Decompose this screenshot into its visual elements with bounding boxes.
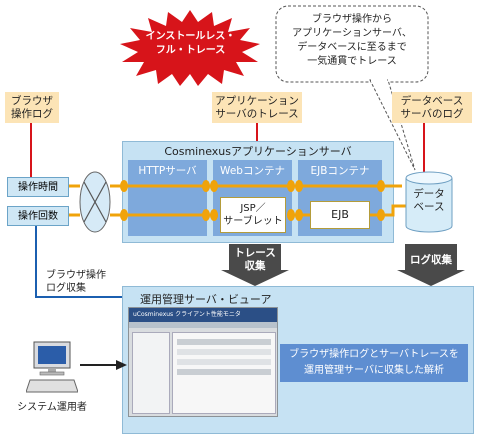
connector-db bbox=[423, 122, 425, 174]
viewer-caption: ブラウザ操作ログとサーバトレースを 運用管理サーバに収集した解析 bbox=[280, 344, 468, 382]
connector-browser bbox=[30, 122, 32, 178]
http-server-column: HTTPサーバ bbox=[128, 160, 207, 236]
starburst-line2: フル・トレース bbox=[155, 45, 226, 56]
tag-app-trace-line2: サーバのトレース bbox=[215, 108, 299, 120]
tag-db-log: データベース サーバのログ bbox=[392, 92, 472, 123]
jsp-line1: JSP／ bbox=[240, 203, 266, 214]
tag-db-log-line2: サーバのログ bbox=[400, 108, 464, 120]
starburst-badge bbox=[120, 10, 260, 86]
viewer-screen-toolbar bbox=[129, 322, 277, 328]
database-line1: データ bbox=[413, 188, 445, 200]
tag-app-trace-line1: アプリケーション bbox=[215, 95, 299, 107]
log-collect-arrow bbox=[397, 244, 465, 286]
callout-text: ブラウザ操作から アプリケーションサーバ、 データベースに至るまで 一気通貫でト… bbox=[276, 13, 428, 69]
jsp-line2: サーブレット bbox=[223, 216, 283, 227]
callout-line2: アプリケーションサーバ、 bbox=[292, 28, 412, 39]
http-server-label: HTTPサーバ bbox=[138, 165, 197, 177]
op-count-label: 操作回数 bbox=[18, 211, 58, 222]
viewer-screen-row bbox=[177, 339, 271, 345]
jsp-servlet-box: JSP／ サーブレット bbox=[220, 197, 286, 233]
trace-collect-label: トレース 収集 bbox=[221, 247, 289, 273]
callout-line4: 一気通貫でトレース bbox=[307, 56, 397, 67]
router-icon bbox=[79, 171, 111, 233]
op-time-box: 操作時間 bbox=[7, 177, 69, 197]
tag-db-log-line1: データベース bbox=[400, 95, 464, 107]
operator-arrow bbox=[80, 360, 127, 370]
trace-collect-line1: トレース bbox=[234, 247, 276, 259]
browser-collect-line1: ブラウザ操作 bbox=[46, 270, 106, 281]
ejb-label: EJB bbox=[331, 208, 349, 221]
viewer-screen-header: uCosminexus クライアント性能モニタ bbox=[129, 308, 277, 322]
database-label: データ ベース bbox=[404, 188, 454, 214]
tag-browser-log-line2: 操作ログ bbox=[11, 108, 53, 120]
viewer-screen-content bbox=[172, 332, 276, 414]
database-line2: ベース bbox=[413, 201, 445, 213]
viewer-caption-line2: 運用管理サーバに収集した解析 bbox=[304, 365, 444, 376]
ejb-container-label: EJBコンテナ bbox=[310, 165, 370, 177]
ejb-box: EJB bbox=[310, 201, 370, 229]
viewer-screen-row bbox=[177, 349, 271, 355]
trace-collect-arrow bbox=[221, 244, 289, 286]
computer-icon bbox=[26, 341, 78, 393]
viewer-title: 運用管理サーバ・ビューア bbox=[140, 293, 272, 306]
callout-line3: データベースに至るまで bbox=[297, 42, 407, 53]
tag-browser-log: ブラウザ 操作ログ bbox=[5, 92, 59, 123]
app-server-title: Cosminexusアプリケーションサーバ bbox=[164, 145, 352, 158]
browser-collect-line2: ログ収集 bbox=[46, 283, 86, 294]
viewer-screen-row bbox=[177, 369, 271, 375]
viewer-screen-row bbox=[177, 359, 271, 365]
tag-browser-log-line1: ブラウザ bbox=[11, 95, 53, 107]
op-count-box: 操作回数 bbox=[7, 206, 69, 226]
callout-line1: ブラウザ操作から bbox=[312, 14, 392, 25]
starburst-text: インストールレス・ フル・トレース bbox=[118, 30, 263, 58]
starburst-line1: インストールレス・ bbox=[145, 31, 236, 42]
tag-app-trace: アプリケーション サーバのトレース bbox=[212, 92, 302, 123]
log-collect-label: ログ収集 bbox=[410, 254, 452, 266]
viewer-caption-line1: ブラウザ操作ログとサーバトレースを bbox=[289, 349, 459, 360]
database-icon bbox=[405, 171, 453, 233]
op-time-label: 操作時間 bbox=[18, 182, 58, 193]
trace-collect-line2: 収集 bbox=[244, 260, 266, 272]
callout-bubble bbox=[275, 5, 429, 171]
connector-app bbox=[256, 122, 258, 142]
browser-collect-label: ブラウザ操作 ログ収集 bbox=[46, 269, 106, 295]
web-container-label: Webコンテナ bbox=[220, 165, 285, 177]
operator-label: システム運用者 bbox=[17, 402, 87, 413]
viewer-screen: uCosminexus クライアント性能モニタ bbox=[128, 307, 278, 417]
viewer-screen-header-text: uCosminexus クライアント性能モニタ bbox=[133, 311, 241, 318]
viewer-screen-sidebar bbox=[132, 332, 170, 414]
